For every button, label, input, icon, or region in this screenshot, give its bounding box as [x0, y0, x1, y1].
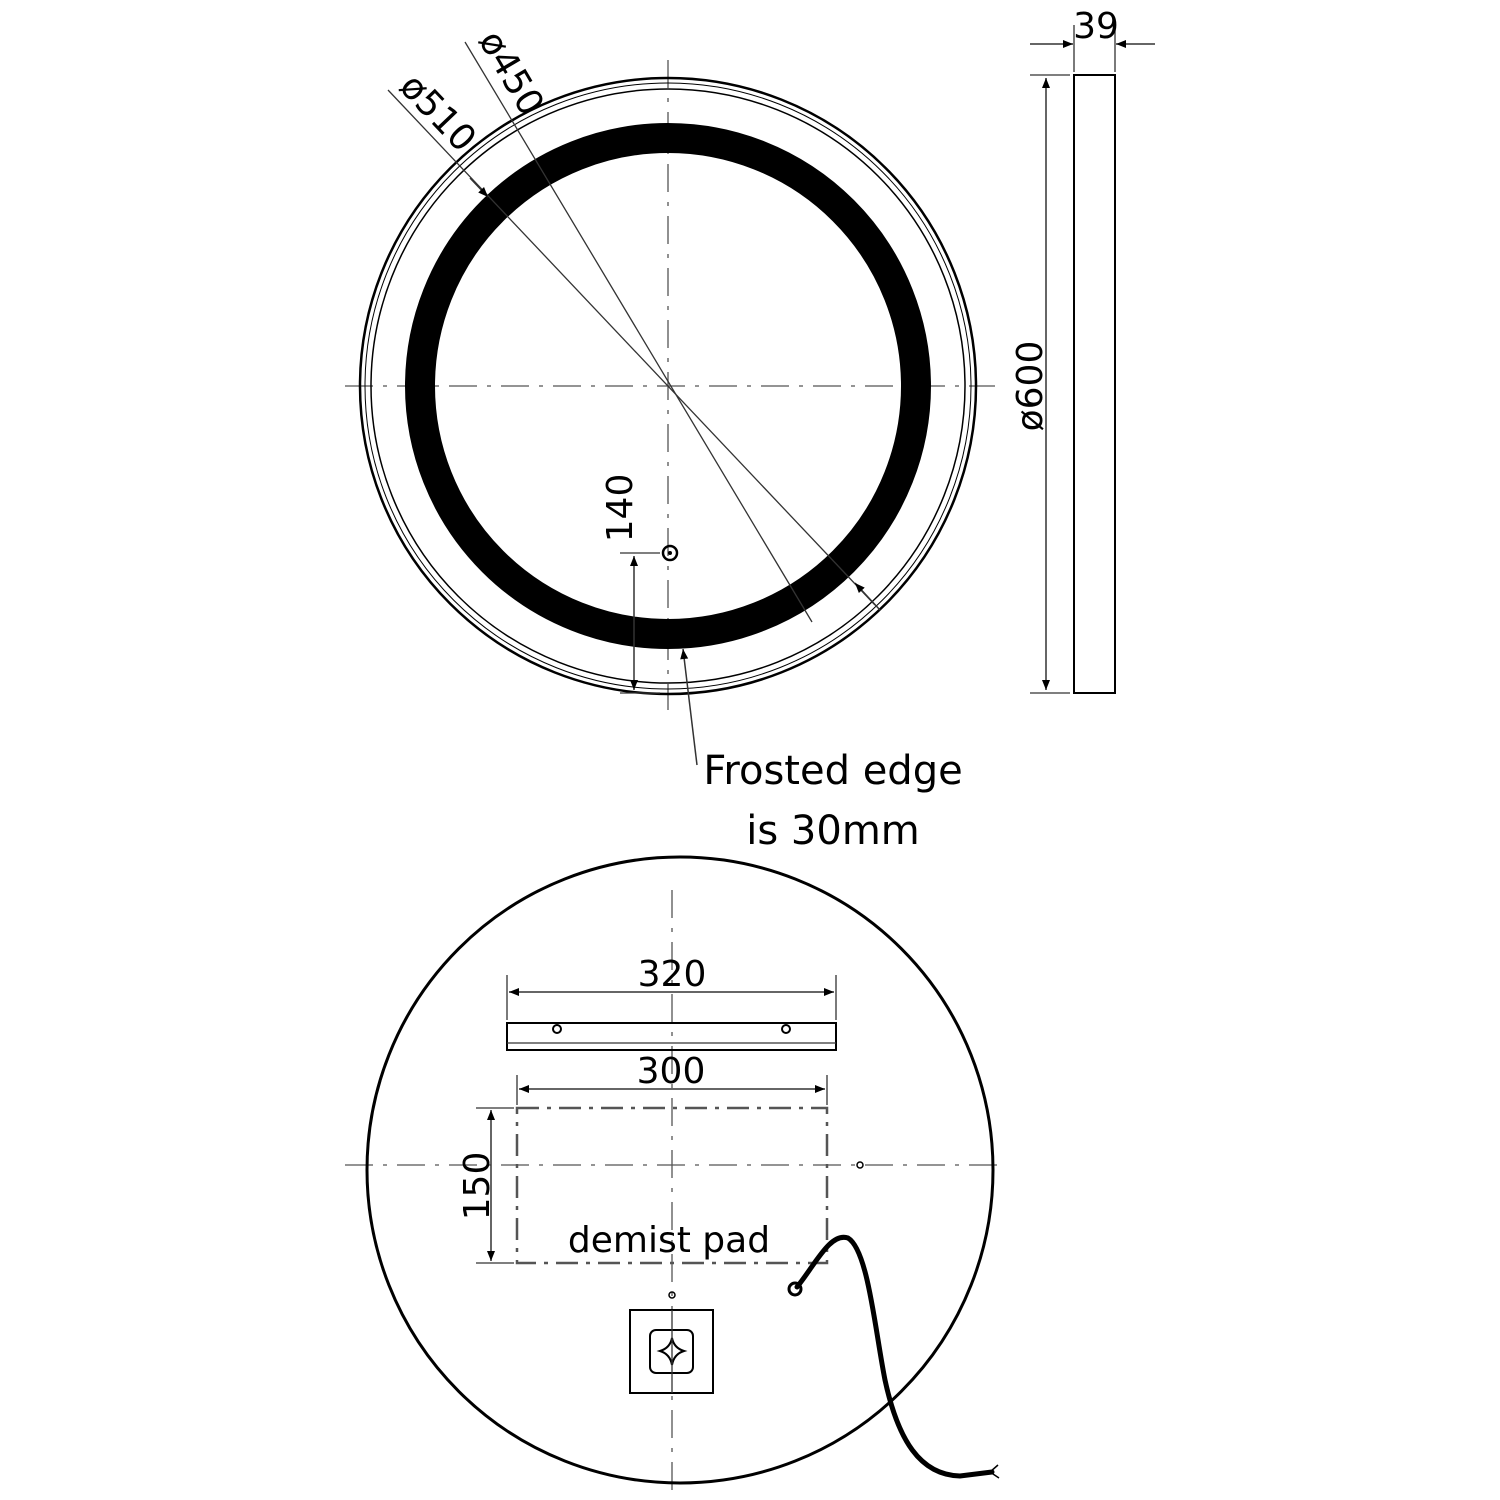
dia450-label: ø450: [470, 24, 551, 123]
hanging-bracket: [506, 1022, 837, 1051]
mirror-back-outline: [365, 855, 995, 1485]
frosted-edge-note-2: is 30mm: [746, 808, 920, 854]
back-view: 320 300 150 demist pad: [345, 855, 1000, 1490]
dim-140-label: 140: [600, 474, 641, 543]
touch-switch-icon: [661, 544, 679, 562]
led-ring: [405, 123, 931, 649]
dim-320-label: 320: [638, 954, 707, 995]
cable-wire-ends: [989, 1464, 1000, 1479]
dim-150-label: 150: [457, 1152, 498, 1221]
dia510-arrow-2: [854, 582, 881, 611]
demist-pad-outline: [515, 1106, 829, 1265]
touch-switch-dot: [668, 551, 672, 555]
frosted-edge-note-1: Frosted edge: [703, 748, 962, 794]
mirror-outer-edge: [358, 76, 978, 696]
front-view: ø510 ø450 140 Frosted edge is 30mm: [345, 24, 995, 854]
cable-gland-icon: [787, 1281, 803, 1297]
dia510-leader: [387, 89, 876, 606]
dim-600-label: ø600: [1010, 341, 1051, 432]
power-cable: [794, 1234, 995, 1479]
dim-39-label: 39: [1073, 6, 1119, 47]
mount-point-icon: [668, 1291, 676, 1299]
frosted-edge-leader: [680, 648, 698, 766]
side-view: ø600 39: [1010, 6, 1155, 694]
bracket-hole-icon: [552, 1024, 562, 1034]
mirror-bevel: [364, 82, 972, 690]
dia510-label: ø510: [391, 66, 483, 160]
demist-pad-label: demist pad: [568, 1220, 770, 1261]
dia450-leader: [464, 41, 813, 623]
side-profile: [1073, 74, 1116, 694]
dia510-arrow: [469, 177, 489, 198]
dim-300-label: 300: [637, 1051, 706, 1092]
mount-point-icon: [856, 1161, 864, 1169]
bracket-hole-icon: [781, 1024, 791, 1034]
frosted-edge-line: [370, 88, 966, 684]
